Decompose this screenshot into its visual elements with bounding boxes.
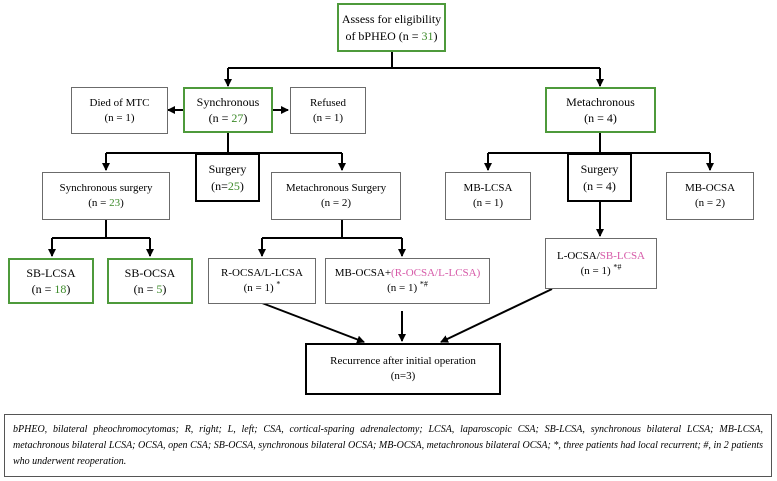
l-ocsa-box: L-OCSA/SB-LCSA (n = 1) *# xyxy=(545,238,657,289)
sync-surgery-count-close: ) xyxy=(120,197,124,209)
mb-ocsa-plus-footnote-mark: *# xyxy=(419,279,428,289)
surgery-sync-label: Surgery xyxy=(208,162,247,177)
sb-lcsa-count-close: ) xyxy=(66,282,71,296)
metachronous-label: Metachronous xyxy=(566,94,635,109)
sb-lcsa-count-prefix: (n = xyxy=(31,282,55,296)
mb-ocsa-plus-box: MB-OCSA+(R-OCSA/L-LCSA) (n = 1) *# xyxy=(325,258,490,304)
mb-lcsa-count: (n = 1) xyxy=(472,197,504,209)
mb-ocsa-count: (n = 2) xyxy=(694,197,726,209)
sb-ocsa-count-prefix: (n = xyxy=(133,282,157,296)
assess-count-close: ) xyxy=(433,28,438,43)
sync-surgery-label: Synchronous surgery xyxy=(59,182,153,195)
meta-surgery-count: (n = 2) xyxy=(320,197,352,209)
synchronous-count-close: ) xyxy=(243,111,248,125)
l-ocsa-footnote-mark: *# xyxy=(613,261,622,271)
assess-label: Assess for eligibility xyxy=(341,12,442,27)
recurrence-box: Recurrence after initial operation (n=3) xyxy=(305,343,501,395)
metachronous-surgery-box: Metachronous Surgery (n = 2) xyxy=(271,172,401,220)
mb-lcsa-box: MB-LCSA (n = 1) xyxy=(445,172,531,220)
died-count: (n = 1) xyxy=(104,111,135,124)
r-ocsa-footnote-mark: * xyxy=(276,279,281,289)
surgery-meta-label: Surgery xyxy=(580,162,619,177)
synchronous-surgery-box: Synchronous surgery (n = 23) xyxy=(42,172,170,220)
surgery-synchronous-box: Surgery (n=25) xyxy=(195,153,260,202)
l-ocsa-pink-label: SB-LCSA xyxy=(599,249,646,262)
meta-surgery-label: Metachronous Surgery xyxy=(285,182,387,195)
mb-ocsa-plus-count: (n = 1) xyxy=(387,282,418,294)
surgery-sync-count-close: ) xyxy=(239,178,244,193)
r-ocsa-count: (n = 1) xyxy=(243,282,274,294)
sb-ocsa-label: SB-OCSA xyxy=(124,265,176,280)
sb-lcsa-label: SB-LCSA xyxy=(26,265,76,280)
mb-ocsa-label: MB-OCSA xyxy=(684,182,736,195)
sb-lcsa-count: 18 xyxy=(54,282,67,296)
synchronous-box: Synchronous (n = 27) xyxy=(183,87,273,133)
r-ocsa-label: R-OCSA/L-LCSA xyxy=(221,267,303,280)
recurrence-count: (n=3) xyxy=(390,370,416,382)
refused-label: Refused xyxy=(309,96,347,109)
synchronous-count: 27 xyxy=(231,111,244,125)
sb-ocsa-count-close: ) xyxy=(162,282,167,296)
mb-ocsa-box: MB-OCSA (n = 2) xyxy=(666,172,754,220)
r-ocsa-l-lcsa-box: R-OCSA/L-LCSA (n = 1) * xyxy=(208,258,316,304)
sb-ocsa-count: 5 xyxy=(156,282,163,296)
mb-ocsa-plus-pink-label: (R-OCSA/L-LCSA) xyxy=(391,267,481,280)
synchronous-count-prefix: (n = xyxy=(208,111,232,125)
died-label: Died of MTC xyxy=(89,96,150,109)
mb-ocsa-plus-label: MB-OCSA+ xyxy=(334,267,392,280)
surgery-sync-count: 25 xyxy=(227,178,240,193)
assess-eligibility-box: Assess for eligibility of bPHEO (n = 31) xyxy=(337,3,446,52)
abbreviations-footnote: bPHEO, bilateral pheochromocytomas; R, r… xyxy=(4,414,772,477)
sb-ocsa-box: SB-OCSA (n = 5) xyxy=(107,258,193,304)
refused-count: (n = 1) xyxy=(312,111,344,124)
surgery-metachronous-box: Surgery (n = 4) xyxy=(567,153,632,202)
assess-count: 31 xyxy=(421,28,434,43)
assess-count-prefix: of bPHEO (n = xyxy=(345,28,422,43)
l-ocsa-label: L-OCSA/ xyxy=(556,249,600,262)
metachronous-box: Metachronous (n = 4) xyxy=(545,87,656,133)
surgery-sync-count-prefix: (n= xyxy=(211,178,228,193)
died-of-mtc-box: Died of MTC (n = 1) xyxy=(71,87,168,134)
sync-surgery-count-prefix: (n = xyxy=(88,197,110,209)
surgery-meta-count: (n = 4) xyxy=(583,178,616,193)
refused-box: Refused (n = 1) xyxy=(290,87,366,134)
metachronous-count: (n = 4) xyxy=(584,111,617,125)
mb-lcsa-label: MB-LCSA xyxy=(463,182,513,195)
sync-surgery-count: 23 xyxy=(109,197,121,209)
synchronous-label: Synchronous xyxy=(196,94,260,109)
recurrence-label: Recurrence after initial operation xyxy=(330,355,476,368)
sb-lcsa-box: SB-LCSA (n = 18) xyxy=(8,258,94,304)
l-ocsa-count: (n = 1) xyxy=(580,264,611,277)
